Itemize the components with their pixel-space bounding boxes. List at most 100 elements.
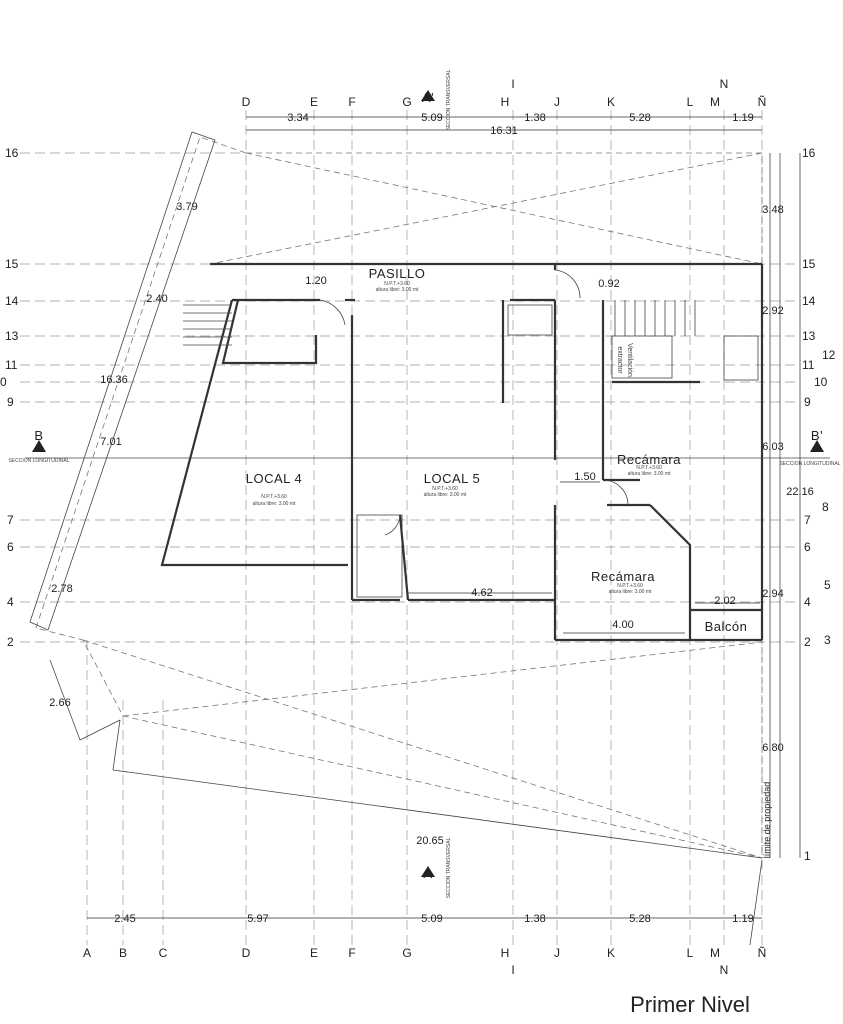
property-limit-label: límite de propiedad [762, 782, 772, 859]
axis-right-10: 10 [814, 375, 828, 389]
ventilation-label: Ventilación [626, 343, 633, 377]
axis-right-1: 1 [804, 849, 811, 863]
dim-right-3: 6.03 [762, 441, 783, 453]
axis-top-enie: Ñ [758, 95, 767, 109]
dim-inner-6: 2.02 [714, 595, 735, 607]
room-recamara-1: Recámara [617, 452, 681, 467]
dim-inner-4: 4.62 [471, 587, 492, 599]
section-a-marker-icon [421, 866, 435, 877]
section-a-caption: SECCION TRANSVERSAL [446, 837, 452, 898]
dim-left-6: 2.66 [49, 697, 70, 709]
dim-bottom-1: 2.45 [114, 913, 135, 925]
room-labels: PASILLO N.P.T.+3.60 altura libre: 3.00 m… [246, 266, 748, 634]
dim-bottom-2: 5.97 [247, 913, 268, 925]
dimension-lines [87, 116, 781, 919]
axis-bottom-h: H [501, 946, 510, 960]
dim-right-2: 2.92 [762, 305, 783, 317]
dim-top-1: 3.34 [287, 112, 308, 124]
axis-bottom-l: L [687, 946, 694, 960]
dim-right-1: 3.48 [762, 204, 783, 216]
axis-right-12: 12 [822, 348, 836, 362]
section-a-prime-marker-icon [421, 90, 435, 101]
axis-bottom-e: E [310, 946, 318, 960]
axis-bottom-m: M [710, 946, 720, 960]
altura-local-5: altura libre: 3.00 mt [424, 492, 467, 498]
altura-pasillo: altura libre: 3.00 mt [376, 287, 419, 293]
axis-bottom-n: N [720, 963, 729, 977]
axis-bottom-k: K [607, 946, 615, 960]
axis-bottom-b: B [119, 946, 127, 960]
axis-left-7: 7 [7, 513, 14, 527]
section-b-label: B [34, 428, 43, 443]
horizontal-grid-lines [20, 152, 800, 643]
axis-right-8: 8 [822, 500, 829, 514]
plan-title: Primer Nivel [630, 992, 750, 1017]
site-perimeter [29, 131, 801, 946]
dim-right-6: 6.80 [762, 742, 783, 754]
altura-recamara-1: altura libre: 3.00 mt [628, 471, 671, 477]
dim-top-total: 16.31 [490, 125, 518, 137]
axis-top-i: I [511, 77, 514, 91]
axis-top-l: L [687, 95, 694, 109]
dim-left-1: 3.79 [176, 201, 197, 213]
axis-right-11: 11 [802, 358, 815, 372]
axis-left-9: 9 [7, 395, 14, 409]
axis-right-15: 15 [802, 257, 816, 271]
npt-recamara-2: N.P.T.+3.60 [617, 583, 643, 589]
axis-left-6: 6 [7, 540, 14, 554]
axis-left-11: 11 [5, 358, 18, 372]
dim-bottom-3: 5.09 [421, 913, 442, 925]
dim-bottom-5: 5.28 [629, 913, 650, 925]
axis-top-e: E [310, 95, 318, 109]
section-b-marker-icon [32, 440, 46, 452]
axis-top-g: G [402, 95, 411, 109]
dim-inner-1: 1.20 [305, 275, 326, 287]
section-b-prime-label: B' [811, 428, 823, 443]
right-axis-labels: 16 15 14 13 12 11 10 9 8 7 6 5 4 3 2 1 [802, 146, 836, 863]
axis-bottom-a: A [83, 946, 91, 960]
npt-recamara-1: N.P.T.+3.60 [636, 465, 662, 471]
axis-bottom-i: I [511, 963, 514, 977]
axis-bottom-enie: Ñ [758, 946, 767, 960]
axis-left-4: 4 [7, 595, 14, 609]
axis-top-j: J [554, 95, 560, 109]
axis-right-2: 2 [804, 635, 811, 649]
axis-right-5: 5 [824, 578, 831, 592]
dim-top-5: 1.19 [732, 112, 753, 124]
dimension-labels: 3.34 5.09 1.38 5.28 1.19 16.31 2.45 5.97… [49, 112, 813, 925]
axis-left-0: 0 [0, 375, 7, 389]
altura-recamara-2: altura libre: 3.00 mt [609, 589, 652, 595]
axis-bottom-d: D [242, 946, 251, 960]
dim-right-5: 2.94 [762, 588, 783, 600]
npt-local-5: N.P.T.+3.60 [432, 486, 458, 492]
axis-top-d: D [242, 95, 251, 109]
section-a-prime-label: A' [422, 90, 434, 105]
axis-right-14: 14 [802, 294, 816, 308]
dim-inner-5: 4.00 [612, 619, 633, 631]
altura-local-4: altura libre: 3.00 mt [253, 501, 296, 507]
section-a-label: A [423, 866, 432, 881]
stair-treads [183, 300, 696, 346]
axis-top-k: K [607, 95, 615, 109]
dim-left-2: 2.40 [146, 293, 167, 305]
dim-inner-2: 0.92 [598, 278, 619, 290]
axis-top-f: F [348, 95, 355, 109]
left-axis-labels: 16 15 14 13 11 0 9 7 6 4 2 [0, 146, 19, 649]
section-b-prime-caption: SECCION LONGITUDINAL [779, 461, 840, 467]
room-balcon: Balcón [705, 619, 748, 634]
room-local-4: LOCAL 4 [246, 471, 303, 486]
axis-bottom-j: J [554, 946, 560, 960]
section-markers: B SECCION LONGITUDINAL B' SECCION LONGIT… [8, 69, 840, 898]
dim-inner-3: 1.50 [574, 471, 595, 483]
axis-right-3: 3 [824, 633, 831, 647]
section-b-caption: SECCION LONGITUDINAL [8, 458, 69, 464]
section-a-prime-caption: SECCION TRANSVERSAL [446, 69, 452, 130]
axis-right-4: 4 [804, 595, 811, 609]
npt-local-4: N.P.T.+3.60 [261, 494, 287, 500]
axis-right-7: 7 [804, 513, 811, 527]
dim-top-4: 5.28 [629, 112, 650, 124]
vertical-grid-lines [86, 110, 763, 945]
axis-left-15: 15 [5, 257, 19, 271]
axis-right-9: 9 [804, 395, 811, 409]
bottom-axis-labels: A B C D E F G H J K L M Ñ I N [83, 946, 766, 977]
